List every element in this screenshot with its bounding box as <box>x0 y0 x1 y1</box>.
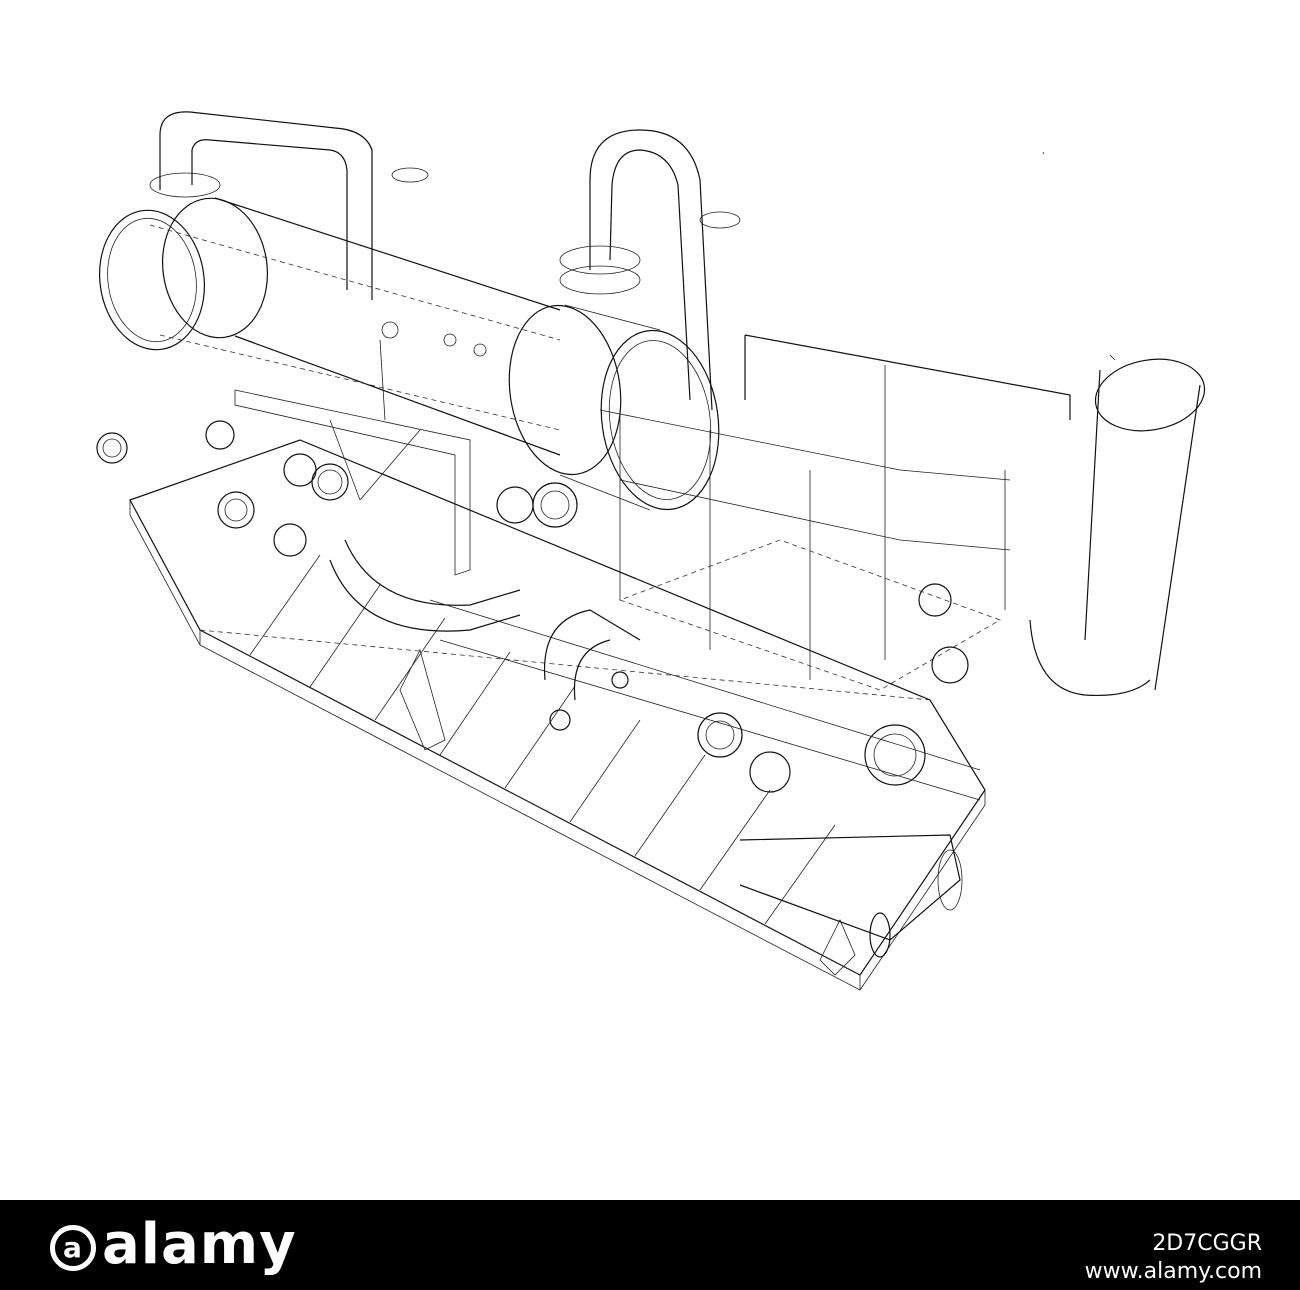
platform-railing <box>599 334 1071 691</box>
lower-piping <box>96 420 981 958</box>
right-vessel <box>1029 354 1206 697</box>
watermark-banner <box>0 1200 1300 1290</box>
alamy-logo-icon: a <box>50 1225 96 1271</box>
stray-mark <box>1042 151 1045 155</box>
logo-text: alamy <box>102 1212 297 1277</box>
site-url[interactable]: www.alamy.com <box>1084 1259 1262 1284</box>
top-u-pipes <box>149 111 741 411</box>
heat-exchanger-wireframe <box>96 111 1206 991</box>
skid-frame <box>129 439 986 991</box>
shell-supports <box>234 321 487 576</box>
image-id: 2D7CGGR <box>1152 1231 1262 1256</box>
exchanger-shell <box>98 197 720 511</box>
wireframe-drawing <box>96 111 1206 991</box>
